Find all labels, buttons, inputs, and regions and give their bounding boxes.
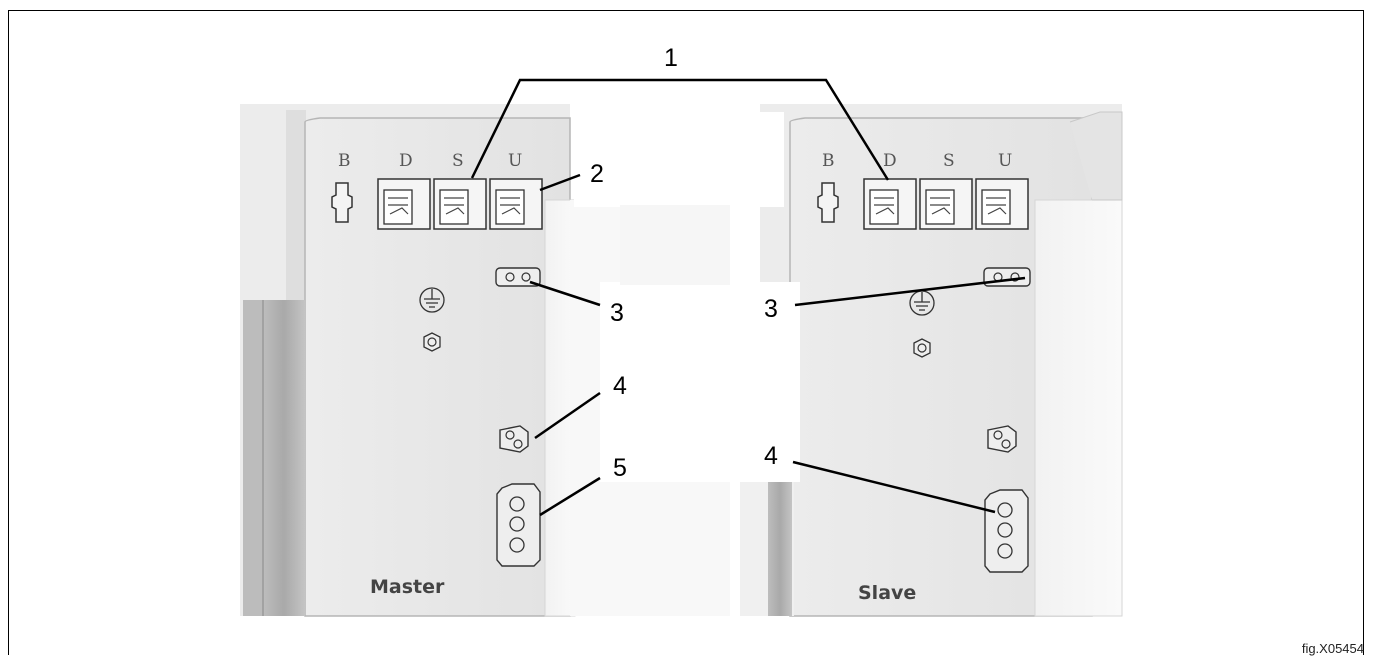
callout-slave-3: 3 (764, 295, 778, 323)
master-port-label-b: B (338, 151, 351, 171)
slave-b-connector (817, 182, 839, 223)
slave-side-panel (1034, 199, 1123, 617)
master-connector-3 (495, 267, 541, 287)
center-blank-box (620, 205, 730, 285)
master-connector-5 (496, 483, 541, 567)
slave-nut-icon (913, 338, 931, 358)
callout-leaders (470, 78, 1026, 517)
slave-port-label-s: S (943, 151, 955, 171)
leader-master-4 (534, 391, 601, 440)
callout-master-5: 5 (613, 454, 627, 482)
master-connector-4 (499, 425, 529, 453)
slave-connector-4 (984, 489, 1029, 573)
slave-port-label-d: D (883, 151, 897, 171)
slave-rj-port-u (975, 178, 1029, 230)
leader-master-5 (539, 476, 601, 517)
figure-frame (8, 10, 1364, 655)
callout-master-2: 2 (590, 160, 604, 188)
center-blank-mid (600, 282, 800, 482)
master-ground-icon (419, 287, 445, 313)
center-blank-top (574, 112, 784, 207)
slave-rj-port-s (919, 178, 973, 230)
leader-1 (470, 78, 890, 181)
slave-port-label-u: U (998, 151, 1012, 171)
master-unit: B D S U (240, 104, 730, 617)
slave-connector-small (987, 425, 1017, 453)
master-post-left (243, 300, 263, 616)
master-post (263, 300, 305, 616)
master-rj-port-d (377, 178, 431, 230)
slave-label: Slave (858, 582, 916, 604)
figure-caption: fig.X05454 (1301, 641, 1364, 656)
callout-master-3: 3 (610, 299, 624, 327)
callout-1: 1 (664, 44, 678, 72)
master-port-label-u: U (508, 151, 522, 171)
master-rj-port-u (489, 178, 543, 230)
leader-master-3 (529, 280, 601, 307)
master-nut-icon (423, 332, 441, 352)
slave-top-corner (1069, 111, 1123, 201)
master-rj-port-s (433, 178, 487, 230)
leader-slave-3 (794, 276, 1026, 307)
master-port-label-s: S (452, 151, 464, 171)
callout-slave-4: 4 (764, 442, 778, 470)
leader-slave-4 (792, 460, 996, 514)
leader-master-2 (539, 173, 581, 192)
master-b-connector (331, 182, 353, 223)
callout-master-4: 4 (613, 372, 627, 400)
master-label: Master (370, 576, 445, 598)
master-port-label-d: D (399, 151, 413, 171)
slave-rj-port-d (863, 178, 917, 230)
slave-unit: B D S U (740, 104, 1123, 617)
slave-port-label-b: B (822, 151, 835, 171)
